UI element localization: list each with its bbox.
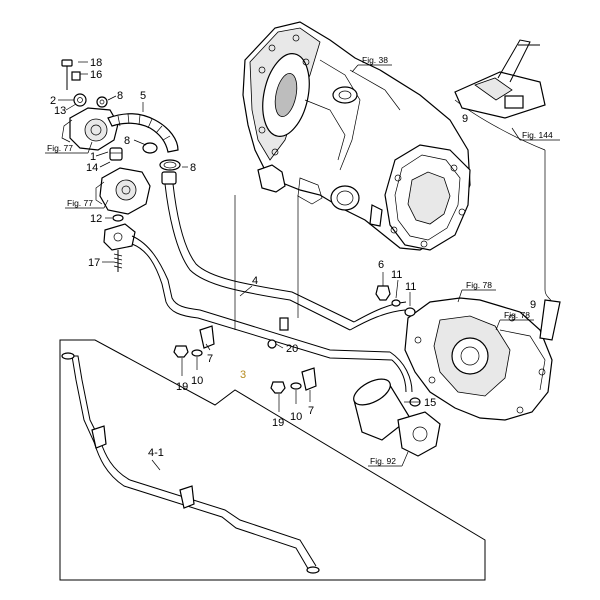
fig-ref-92[interactable]: Fig. 92: [368, 451, 409, 467]
transmission-housing: [242, 21, 471, 251]
callout-17: 17: [88, 257, 100, 269]
callout-5: 5: [140, 90, 146, 102]
callout-4-1: 4-1: [148, 447, 164, 459]
fig-ref-78-upper[interactable]: Fig. 78: [457, 280, 496, 303]
callout-9: 9: [530, 299, 536, 311]
callout-2: 2: [50, 95, 56, 107]
oil-filter: [353, 378, 441, 457]
bolts-left: [173, 345, 302, 394]
callout-19: 19: [272, 417, 284, 429]
fig-ref-78-lower[interactable]: Fig. 78: [495, 310, 534, 331]
callout-9: 9: [462, 113, 468, 125]
leader-lines: [58, 61, 420, 471]
callout-18: 18: [90, 57, 102, 69]
fig-ref-label: Fig. 78: [466, 280, 492, 290]
figure-reference-boxes: Fig. 77 Fig. 77 Fig. 38 Fig. 144 Fig. 78…: [45, 55, 560, 467]
fig-ref-label: Fig. 144: [522, 130, 553, 140]
fig-ref-label: Fig. 78: [504, 310, 530, 320]
callout-11: 11: [391, 269, 402, 281]
pedal-assembly: [454, 39, 546, 119]
callout-19: 19: [176, 381, 188, 393]
inset-panel: [59, 339, 486, 581]
fig-ref-label: Fig. 38: [362, 55, 388, 65]
callout-20: 20: [286, 343, 298, 355]
callout-11: 11: [405, 281, 416, 293]
pump-assembly-lower: [95, 167, 151, 272]
callout-7: 7: [308, 405, 314, 417]
fig-ref-77-lower[interactable]: Fig. 77: [65, 198, 109, 209]
callout-8: 8: [124, 135, 130, 147]
callout-6: 6: [378, 259, 384, 271]
pump-assembly-upper: [61, 59, 181, 185]
fig-ref-144[interactable]: Fig. 144: [511, 127, 560, 141]
callout-14: 14: [86, 162, 98, 174]
rear-housing-unit: [375, 285, 561, 421]
callout-13: 13: [54, 105, 66, 117]
callout-7: 7: [207, 353, 213, 365]
callout-3: 3: [240, 369, 246, 381]
fig-ref-label: Fig. 77: [67, 198, 93, 208]
callout-15: 15: [424, 397, 436, 409]
pipe-lines: [131, 183, 413, 393]
callout-4: 4: [252, 275, 258, 287]
fig-ref-label: Fig. 92: [370, 456, 396, 466]
fig-ref-77-upper[interactable]: Fig. 77: [45, 141, 93, 154]
callout-10: 10: [191, 375, 203, 387]
fig-ref-label: Fig. 77: [47, 143, 73, 153]
callout-12: 12: [90, 213, 102, 225]
callout-8: 8: [117, 90, 123, 102]
callout-16: 16: [90, 69, 102, 81]
callout-1: 1: [90, 151, 96, 163]
callout-numbers: 18 16 2 13 8 5 8 1 14 8 12 17 4 7 20 3 1…: [50, 57, 536, 459]
fig-ref-38[interactable]: Fig. 38: [351, 55, 392, 73]
callout-10: 10: [290, 411, 302, 423]
callout-8: 8: [190, 162, 196, 174]
